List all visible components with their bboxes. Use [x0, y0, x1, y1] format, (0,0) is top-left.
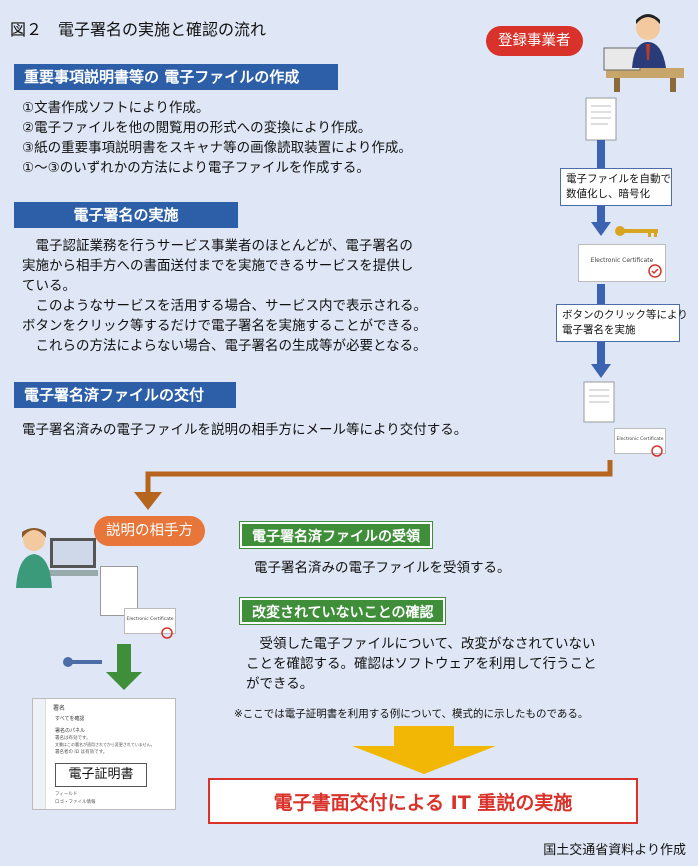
actor-counterpart-label: 説明の相手方	[94, 516, 205, 546]
seal-icon	[651, 445, 663, 457]
panel-footer: ロゴ・ファイル情報	[55, 800, 96, 805]
verify-text: 受領した電子ファイルについて、改変がなされていない ことを確認する。確認はソフト…	[246, 634, 597, 694]
final-banner: 電子書面交付による IT 重説の実施	[208, 778, 638, 824]
receive-text: 電子署名済みの電子ファイルを受領する。	[254, 558, 511, 578]
callout-click: ボタンのクリック等により 電子署名を実施	[556, 304, 688, 342]
callout-click-line: ボタンのクリック等により	[562, 309, 688, 321]
sign-text: 電子認証業務を行うサービス事業者のほとんどが、電子署名の 実施から相手方への書面…	[22, 236, 427, 356]
verify-line: ことを確認する。確認はソフトウェアを利用して行うこと	[246, 656, 597, 672]
callout-encrypt-line: 電子ファイルを自動で	[566, 173, 671, 185]
sign-line: これらの方法によらない場合、電子署名の生成等が必要となる。	[22, 338, 427, 354]
key-icon	[615, 226, 658, 237]
heading-sign: 電子署名の実施	[14, 202, 238, 228]
callout-encrypt-line: 数値化し、暗号化	[566, 188, 650, 200]
signature-panel: 署名 すべてを確認 署名のパネル 署名は有効です。 文書はこの署名が適用されてか…	[32, 698, 176, 810]
panel-line: 署名のパネル	[55, 728, 86, 734]
sign-line: このようなサービスを活用する場合、サービス内で表示される。	[22, 298, 427, 314]
key-icon	[63, 657, 102, 667]
sign-line: ている。	[22, 278, 76, 294]
sign-line: 電子認証業務を行うサービス事業者のほとんどが、電子署名の	[22, 238, 413, 254]
verify-line: ができる。	[246, 676, 314, 692]
deliver-line: 電子署名済みの電子ファイルを説明の相手方にメール等により交付する。	[22, 422, 468, 438]
delivery-arrow	[134, 460, 613, 510]
actor-registered-label: 登録事業者	[486, 26, 583, 56]
certificate-card-small: Electronic Certificate	[614, 428, 666, 454]
heading-receive: 電子署名済ファイルの受領	[239, 521, 433, 549]
create-line: ①文書作成ソフトにより作成。	[22, 100, 210, 116]
deliver-text: 電子署名済みの電子ファイルを説明の相手方にメール等により交付する。	[22, 420, 467, 440]
verify-arrow	[106, 644, 142, 690]
note: ※ここでは電子証明書を利用する例について、模式的に示したものである。	[234, 708, 589, 720]
received-document	[100, 566, 138, 616]
seal-icon	[161, 627, 173, 639]
business-person-icon	[603, 14, 684, 92]
heading-deliver: 電子署名済ファイルの交付	[14, 382, 236, 408]
certificate-label-box: 電子証明書	[55, 763, 147, 787]
panel-line: 署名者の ID は有効です。	[55, 750, 108, 755]
source-credit: 国土交通省資料より作成	[543, 843, 686, 858]
sign-line: ボタンをクリック等するだけで電子署名を実施することができる。	[22, 318, 427, 334]
seal-icon	[648, 264, 662, 278]
figure-title: 図２ 電子署名の実施と確認の流れ	[10, 20, 267, 39]
create-line: ①～③のいずれかの方法により電子ファイルを作成する。	[22, 160, 370, 176]
callout-encrypt: 電子ファイルを自動で 数値化し、暗号化	[560, 168, 672, 206]
panel-sidebar	[33, 699, 46, 809]
sign-flow-graphic	[583, 97, 617, 423]
certificate-label-small: Electronic Certificate	[616, 437, 664, 442]
certificate-label: Electronic Certificate	[590, 257, 654, 264]
create-line: ③紙の重要事項説明書をスキャナ等の画像読取装置により作成。	[22, 140, 412, 156]
counterpart-person-icon	[16, 528, 98, 588]
panel-line: 文書はこの署名が適用されてから変更されていません。	[55, 742, 155, 747]
callout-click-line: 電子署名を実施	[562, 324, 636, 336]
heading-create: 重要事項説明書等の 電子ファイルの作成	[14, 64, 338, 90]
result-arrow	[352, 726, 496, 774]
sign-line: 実施から相手方への書面送付までを実施できるサービスを提供し	[22, 258, 414, 274]
create-text: ①文書作成ソフトにより作成。 ②電子ファイルを他の閲覧用の形式への変換により作成…	[22, 98, 412, 178]
verify-line: 受領した電子ファイルについて、改変がなされていない	[246, 636, 596, 652]
receive-line: 電子署名済みの電子ファイルを受領する。	[254, 560, 511, 576]
panel-footer: フィールド	[55, 792, 78, 797]
received-certificate: Electronic Certificate	[124, 608, 176, 634]
panel-line: 署名は有効です。	[55, 736, 91, 741]
panel-title: 署名	[53, 705, 66, 712]
panel-subtitle: すべてを確認	[55, 716, 85, 722]
received-certificate-label: Electronic Certificate	[126, 617, 174, 622]
create-line: ②電子ファイルを他の閲覧用の形式への変換により作成。	[22, 120, 372, 136]
heading-verify: 改変されていないことの確認	[238, 597, 447, 625]
